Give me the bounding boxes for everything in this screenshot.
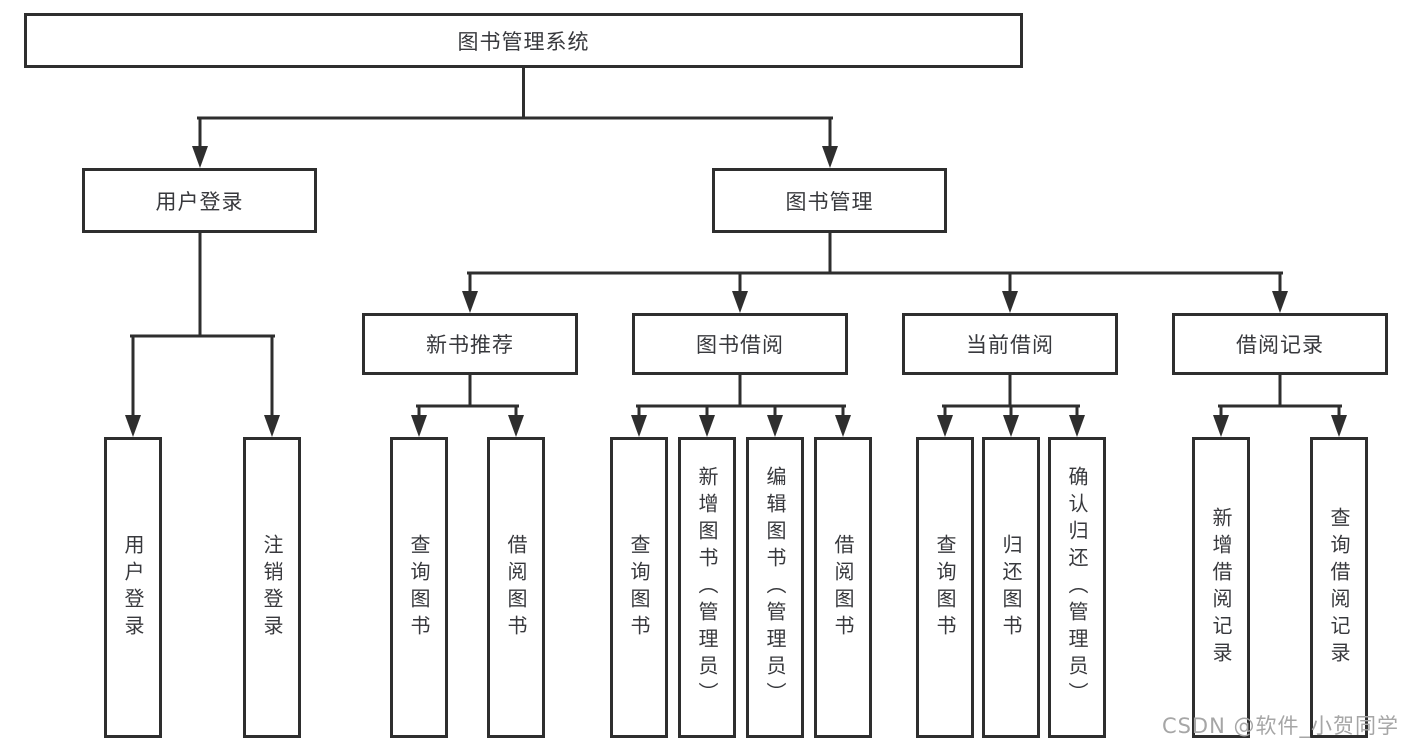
arrow-down-icon <box>631 415 647 437</box>
connector-root <box>197 66 833 150</box>
node-label: 新增图书（管理员） <box>695 466 719 709</box>
node-label: 图书管理系统 <box>457 29 590 54</box>
connector-book-borrowing <box>636 373 846 419</box>
node-label: 注销登录 <box>260 533 284 642</box>
node-label: 借阅图书 <box>504 533 528 642</box>
node-label: 图书借阅 <box>696 333 784 357</box>
arrow-down-icon <box>822 146 838 168</box>
arrow-down-icon <box>1003 415 1019 437</box>
arrow-down-icon <box>732 291 748 313</box>
node-leaf-logout: 注销登录 <box>243 437 301 738</box>
node-label: 用户登录 <box>121 533 145 642</box>
node-label: 用户登录 <box>155 189 244 214</box>
arrow-down-icon <box>1002 291 1018 313</box>
node-book-management: 图书管理 <box>712 168 947 233</box>
node-label: 查询借阅记录 <box>1327 506 1351 669</box>
node-leaf-confirm-return-admin: 确认归还（管理员） <box>1048 437 1106 738</box>
node-label: 编辑图书（管理员） <box>763 466 787 709</box>
node-label: 借阅图书 <box>831 533 855 642</box>
csdn-watermark: CSDN @软件_小贺同学 <box>1161 714 1399 738</box>
arrow-down-icon <box>1069 415 1085 437</box>
node-label: 确认归还（管理员） <box>1065 466 1089 709</box>
node-label: 查询图书 <box>933 533 957 642</box>
node-leaf-return-books: 归还图书 <box>982 437 1040 738</box>
connector-current-borrowing <box>942 373 1080 419</box>
arrow-down-icon <box>835 415 851 437</box>
node-new-book-recommend: 新书推荐 <box>362 313 578 375</box>
node-label: 查询图书 <box>627 533 651 642</box>
arrow-down-icon <box>462 291 478 313</box>
arrow-down-icon <box>1213 415 1229 437</box>
connector-book-management <box>467 231 1283 295</box>
arrow-down-icon <box>411 415 427 437</box>
node-leaf-query-books-current: 查询图书 <box>916 437 974 738</box>
node-borrowing-records: 借阅记录 <box>1172 313 1388 375</box>
arrow-down-icon <box>767 415 783 437</box>
node-label: 查询图书 <box>407 533 431 642</box>
arrow-down-icon <box>1331 415 1347 437</box>
node-leaf-user-login: 用户登录 <box>104 437 162 738</box>
node-leaf-query-borrow-record: 查询借阅记录 <box>1310 437 1368 738</box>
node-leaf-borrow-books-recommend: 借阅图书 <box>487 437 545 738</box>
connector-user-login <box>130 231 275 419</box>
node-leaf-query-books-borrowing: 查询图书 <box>610 437 668 738</box>
arrow-down-icon <box>1272 291 1288 313</box>
node-current-borrowing: 当前借阅 <box>902 313 1118 375</box>
node-label: 图书管理 <box>785 189 874 214</box>
node-label: 借阅记录 <box>1236 333 1324 357</box>
node-leaf-edit-books-admin: 编辑图书（管理员） <box>746 437 804 738</box>
arrow-down-icon <box>264 415 280 437</box>
node-library-management-system: 图书管理系统 <box>24 13 1023 68</box>
connector-borrowing-records <box>1218 373 1342 419</box>
node-user-login: 用户登录 <box>82 168 317 233</box>
node-label: 新书推荐 <box>426 333 514 357</box>
arrow-down-icon <box>192 146 208 168</box>
arrowhead-icons <box>125 146 1347 437</box>
node-label: 当前借阅 <box>966 333 1054 357</box>
node-label: 归还图书 <box>999 533 1023 642</box>
arrow-down-icon <box>508 415 524 437</box>
arrow-down-icon <box>699 415 715 437</box>
node-leaf-add-books-admin: 新增图书（管理员） <box>678 437 736 738</box>
node-leaf-borrow-books: 借阅图书 <box>814 437 872 738</box>
arrow-down-icon <box>937 415 953 437</box>
node-book-borrowing: 图书借阅 <box>632 313 848 375</box>
node-leaf-query-books-recommend: 查询图书 <box>390 437 448 738</box>
connector-new-book-recommend <box>416 373 519 419</box>
node-leaf-add-borrow-record: 新增借阅记录 <box>1192 437 1250 738</box>
node-label: 新增借阅记录 <box>1209 506 1233 669</box>
arrow-down-icon <box>125 415 141 437</box>
